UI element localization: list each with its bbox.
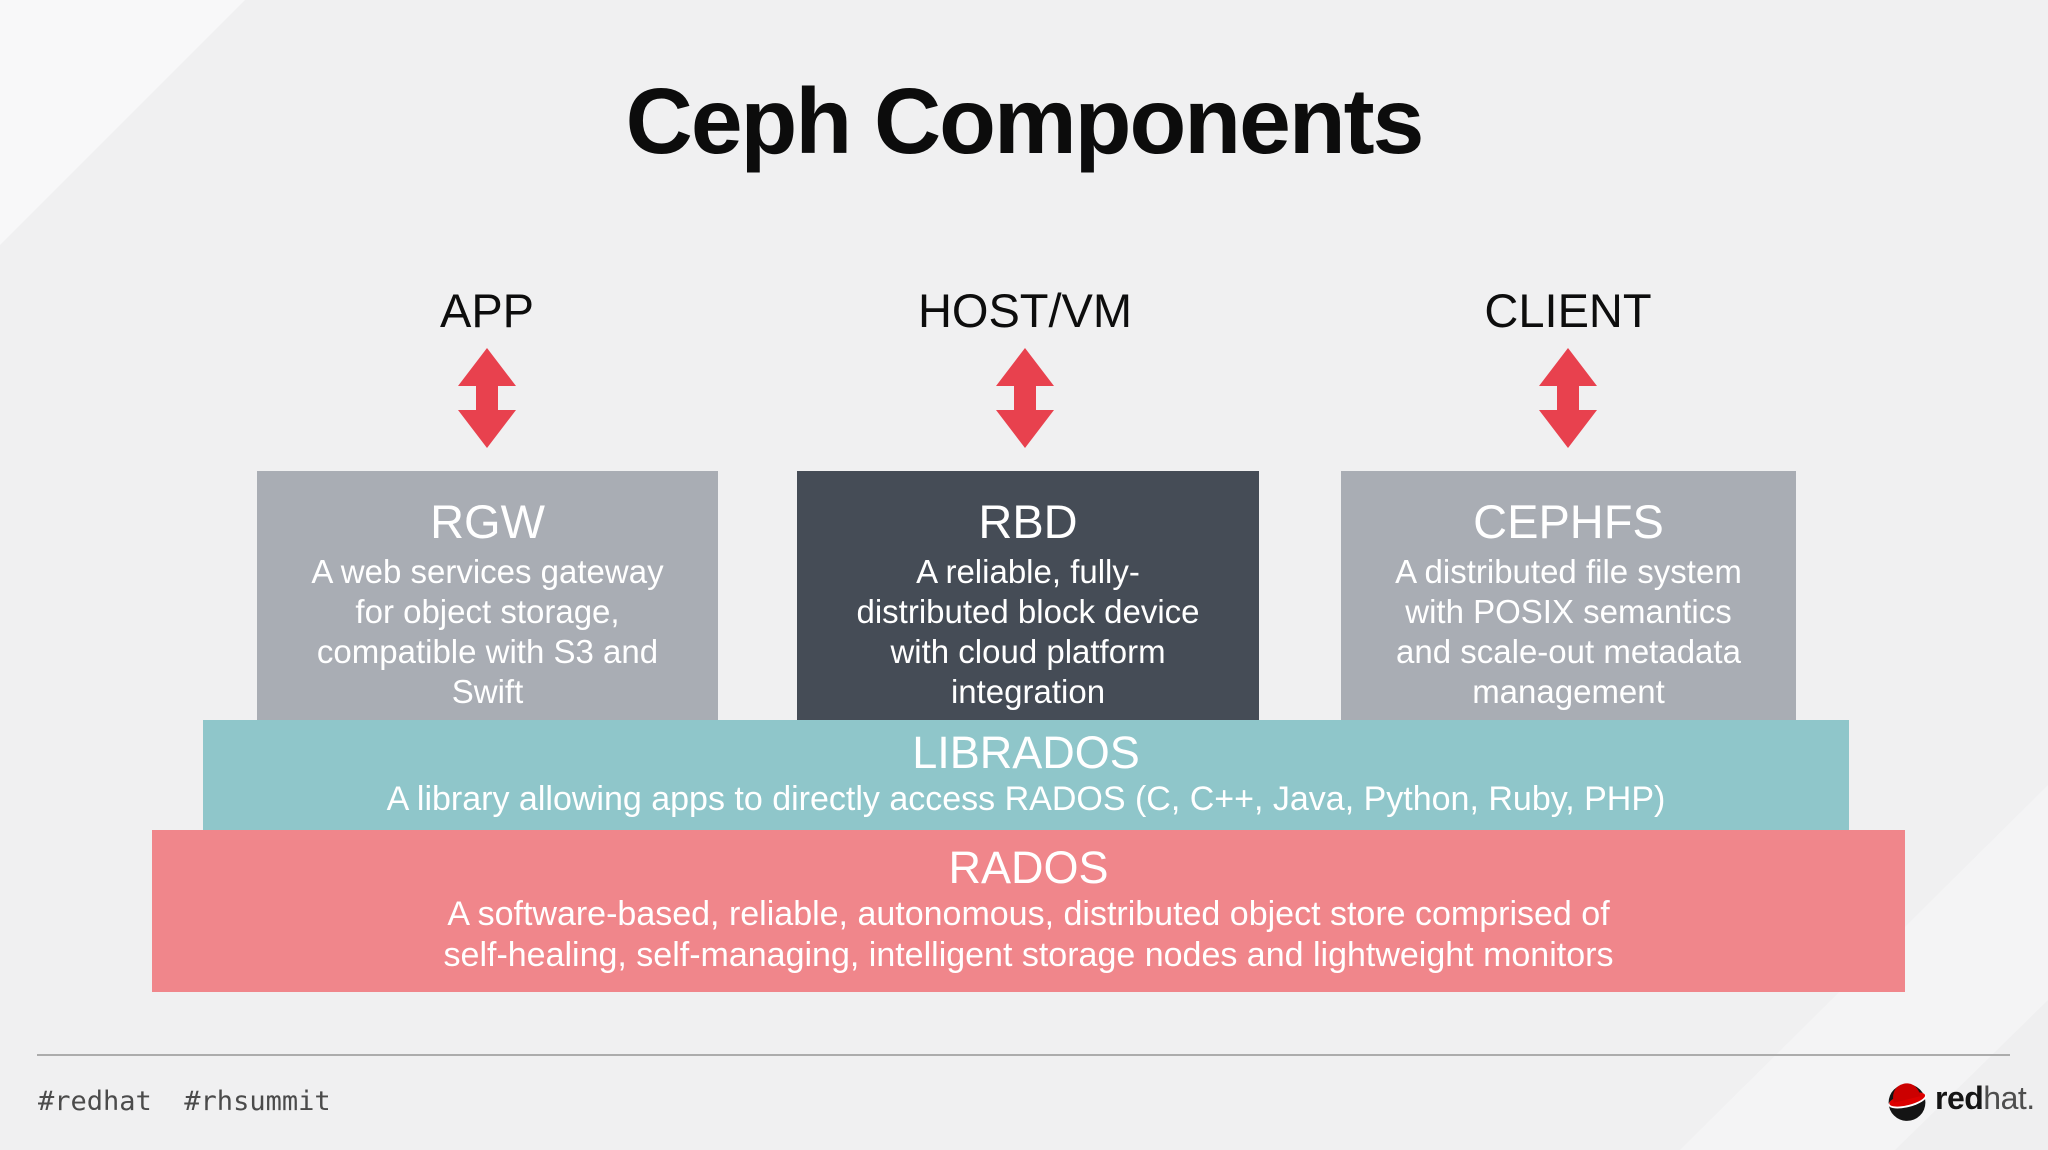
logo-word-red: red (1935, 1080, 1984, 1116)
corner-swoosh-bottom-right-inner (1895, 1000, 2048, 1150)
layer-band-librados: LIBRADOS A library allowing apps to dire… (203, 720, 1849, 830)
layer-band-rados: RADOS A software-based, reliable, autono… (152, 830, 1905, 992)
layer-name: RADOS (948, 842, 1109, 893)
footer-divider (37, 1054, 2010, 1056)
double-arrow-icon (1539, 348, 1597, 448)
corner-highlight-top-left (0, 0, 245, 245)
component-description: A distributed file system with POSIX sem… (1395, 553, 1742, 711)
footer-hashtags: #redhat #rhsummit (38, 1086, 331, 1117)
redhat-fedora-icon (1888, 1083, 1927, 1121)
component-box-cephfs: CEPHFS A distributed file system with PO… (1341, 471, 1796, 721)
component-name: CEPHFS (1473, 495, 1664, 548)
layer-description: A library allowing apps to directly acce… (386, 780, 1666, 818)
component-name: RGW (430, 495, 545, 548)
redhat-logo: redhat. (1884, 1078, 2035, 1122)
logo-word-hat: hat. (1983, 1080, 2035, 1116)
column-label-app: APP (439, 284, 535, 337)
column-label-host-vm: HOST/VM (917, 284, 1133, 337)
redhat-logo-text: redhat. (1935, 1080, 2035, 1122)
component-description: A reliable, fully- distributed block dev… (856, 553, 1200, 711)
component-box-rgw: RGW A web services gateway for object st… (257, 471, 718, 721)
double-arrow-icon (458, 348, 516, 448)
column-label-client: CLIENT (1484, 284, 1652, 337)
component-name: RBD (978, 495, 1078, 548)
layer-name: LIBRADOS (912, 727, 1140, 778)
component-box-rbd: RBD A reliable, fully- distributed block… (797, 471, 1259, 721)
page-title: Ceph Components (625, 69, 1425, 173)
double-arrow-icon (996, 348, 1054, 448)
component-description: A web services gateway for object storag… (311, 553, 664, 711)
layer-description: A software-based, reliable, autonomous, … (443, 895, 1614, 974)
